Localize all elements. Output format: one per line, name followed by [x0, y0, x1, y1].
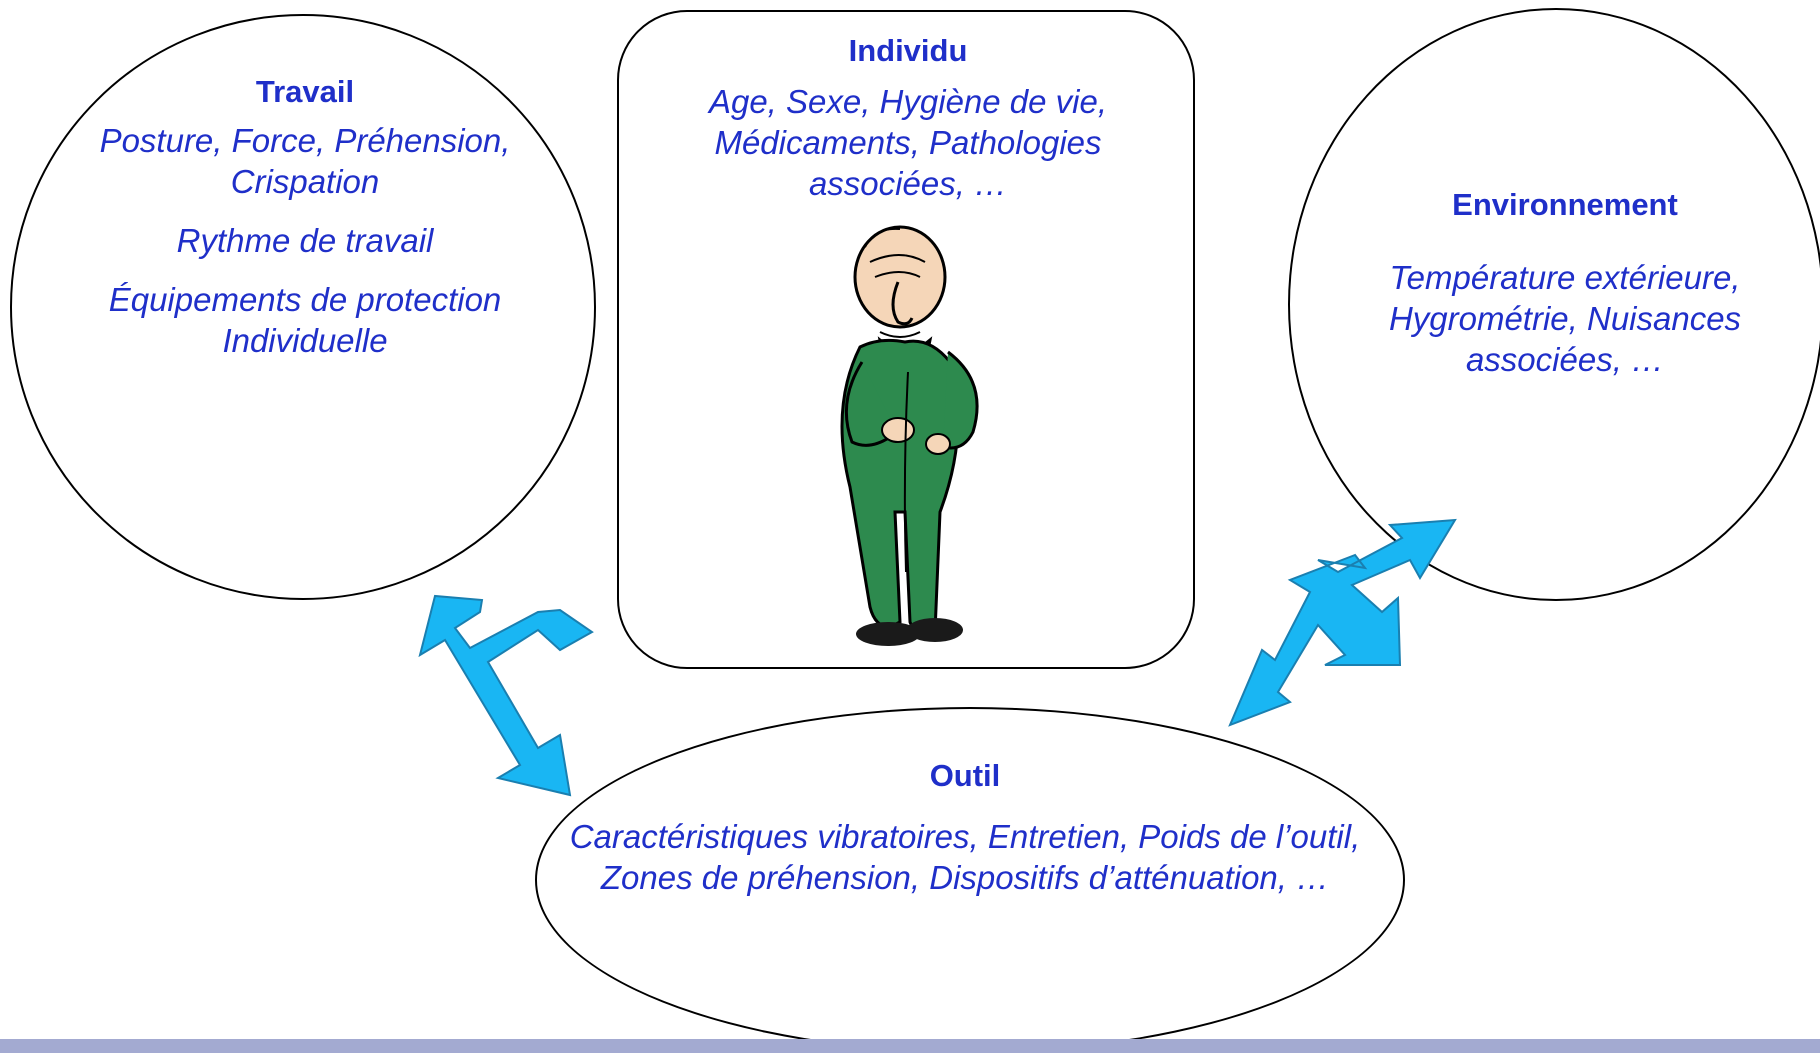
outil-description: Caractéristiques vibratoires, Entretien,… — [569, 818, 1361, 896]
outil-text: Outil Caractéristiques vibratoires, Entr… — [550, 758, 1380, 898]
worker-figure — [840, 225, 979, 646]
environnement-text: Environnement Température extérieure, Hy… — [1325, 187, 1805, 380]
individu-title: Individu — [848, 33, 968, 68]
travail-line-3: Équipements de protection Individuelle — [108, 281, 502, 359]
travail-title: Travail — [255, 74, 355, 109]
environnement-title: Environnement — [1452, 187, 1678, 222]
right-double-arrow — [1228, 518, 1457, 727]
travail-text: Travail Posture, Force, Préhension, Cris… — [40, 74, 570, 379]
environnement-description: Température extérieure, Hygrométrie, Nui… — [1388, 259, 1742, 378]
individu-description: Age, Sexe, Hygiène de vie, Médicaments, … — [708, 83, 1108, 202]
outil-title: Outil — [929, 758, 1001, 793]
individu-text: Individu Age, Sexe, Hygiène de vie, Médi… — [640, 33, 1176, 204]
travail-circle — [10, 14, 596, 600]
environnement-circle — [1288, 8, 1820, 601]
bottom-bar — [0, 1039, 1820, 1053]
travail-line-1: Posture, Force, Préhension, Crispation — [99, 122, 511, 200]
outil-ellipse — [535, 707, 1405, 1053]
travail-line-2: Rythme de travail — [176, 222, 434, 259]
left-double-arrow — [418, 594, 594, 797]
